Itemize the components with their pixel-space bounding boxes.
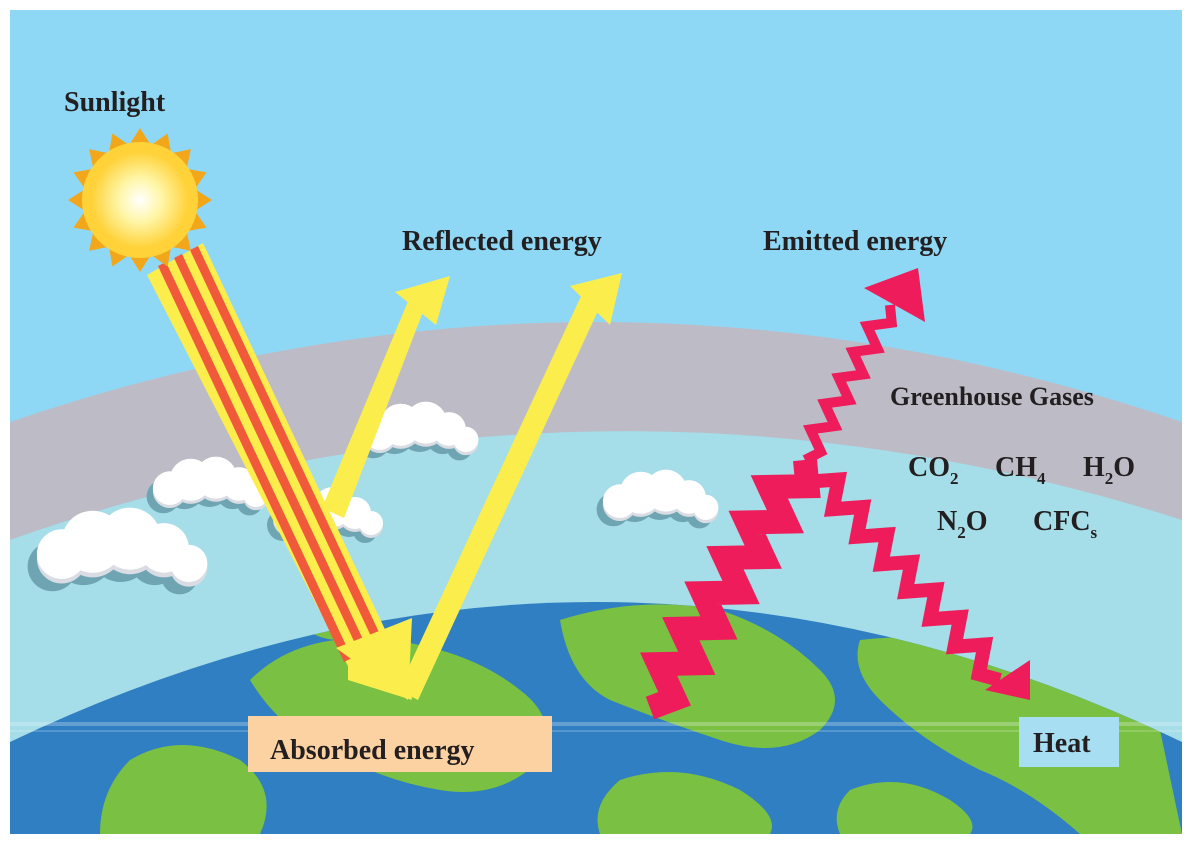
emitted-energy-label: Emitted energy: [763, 226, 947, 257]
absorbed-energy-label: Absorbed energy: [270, 735, 475, 766]
gas-formulas: CO2 CH4 H2O N2O CFCs: [908, 452, 1135, 542]
emitted-energy-arrows: [640, 304, 1002, 720]
emitted-arrow-head: [864, 268, 925, 322]
n2o-formula: N2O: [937, 506, 988, 542]
cloud-icon: [146, 456, 269, 516]
greenhouse-gas-band: [10, 322, 1182, 540]
cloud-icon: [27, 507, 208, 595]
reflected-energy-arrow-2: [398, 273, 622, 700]
sun-icon: [68, 128, 212, 272]
heat-box: [1019, 717, 1119, 767]
sunlight-label: Sunlight: [64, 87, 166, 118]
heat-arrow-head: [985, 660, 1030, 700]
greenhouse-gases-label: Greenhouse Gases: [890, 382, 1094, 411]
absorbed-energy-box: [248, 716, 552, 772]
reflected-energy-arrow-1: [322, 276, 450, 518]
heat-label: Heat: [1033, 728, 1091, 759]
cfcs-formula: CFCs: [1033, 506, 1098, 542]
co2-formula: CO2: [908, 452, 959, 488]
sunlight-beam-arrow: [147, 243, 412, 700]
cloud-icon: [596, 469, 719, 529]
reflected-energy-label: Reflected energy: [402, 226, 602, 257]
h2o-formula: H2O: [1083, 452, 1135, 488]
ch4-formula: CH4: [995, 452, 1046, 488]
